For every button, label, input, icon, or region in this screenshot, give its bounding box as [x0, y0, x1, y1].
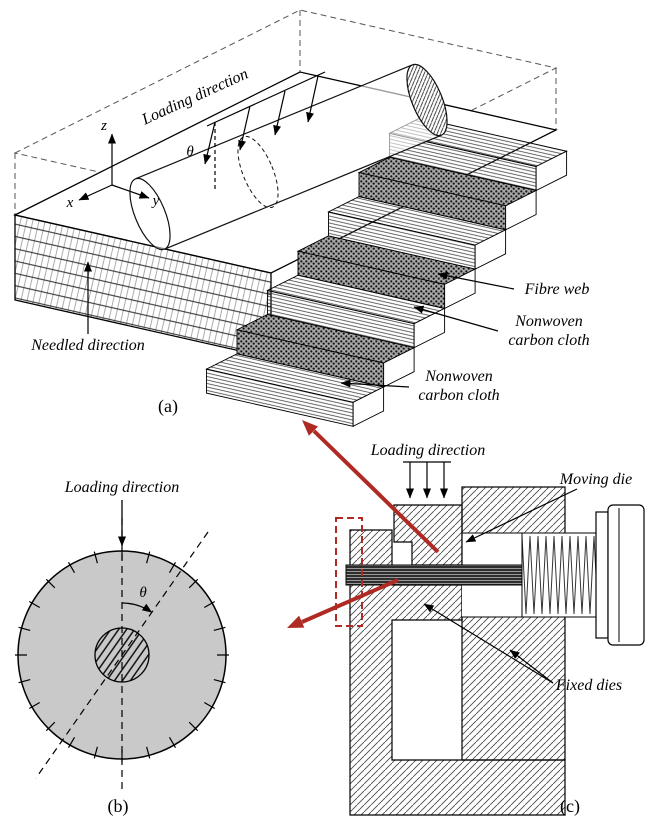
cylinder-section-ellipse [237, 135, 279, 209]
panel-b: θ Loading direction (b) [15, 479, 229, 817]
screw-head [607, 504, 645, 646]
layer-band-web [235, 314, 416, 388]
screw-flange [595, 511, 609, 639]
fibre-web-label: Fibre web [524, 281, 590, 298]
cylinder-body [135, 64, 442, 250]
ghost-box-outline [13, 9, 558, 273]
nonwoven-cloth-label-1-line2: carbon cloth [508, 332, 589, 349]
panel-c-letter: (c) [560, 796, 580, 817]
nonwoven-cloth-arrow-1 [413, 305, 499, 332]
fixed-dies-label: Fixed dies [555, 677, 622, 694]
layer-band-cloth [205, 353, 385, 428]
axis-z-label: z [100, 118, 107, 134]
moving-die-arrow [465, 488, 578, 543]
red-arrowhead-to-panel-a [302, 420, 318, 436]
cylinder-edges [135, 64, 442, 250]
red-arrowhead-to-panel-b [287, 615, 305, 628]
nonwoven-cloth-label-1-line1: Nonwoven [514, 313, 583, 330]
fibre-web-arrow [437, 271, 515, 290]
layer-band-cloth [266, 274, 446, 349]
moving-die-label: Moving die [559, 471, 632, 488]
arrow-tail-line [206, 71, 326, 127]
axis-x-label: x [66, 195, 74, 211]
nonwoven-cloth-label-2-line1: Nonwoven [424, 368, 493, 385]
red-arrow-to-panel-b [301, 578, 399, 624]
loading-direction-label-c: Loading direction [370, 442, 486, 459]
panel-a: θ Loading direction z x y Needled direct… [13, 9, 590, 428]
fixed-dies-arrow-2 [509, 649, 554, 684]
loading-arrows-a [203, 71, 326, 190]
loading-arrows-c [403, 461, 451, 499]
moving-die [393, 504, 463, 566]
needled-direction-label: Needled direction [30, 337, 145, 354]
nonwoven-cloth-arrow-2 [340, 379, 410, 388]
coordinate-axes [78, 133, 150, 201]
panel-c: Loading direction Moving die Fixed dies … [335, 442, 645, 817]
panel-a-letter: (a) [158, 396, 178, 417]
theta-label-a: θ [186, 144, 194, 160]
fixed-die-right-block [461, 486, 566, 761]
theta-label-b: θ [139, 585, 147, 601]
specimen-core-hatched [94, 627, 150, 683]
layer-band-cloth [327, 196, 507, 270]
section-highlight-box [335, 517, 363, 627]
screw-threads [521, 532, 603, 618]
axis-y-label: y [151, 193, 160, 209]
cross-reference-arrows [287, 420, 440, 628]
theta-arc-arrow [121, 602, 153, 613]
staircase-layers [205, 117, 568, 428]
fixed-dies-arrow-1 [423, 603, 554, 684]
panel-b-letter: (b) [108, 796, 129, 817]
layer-band-web [296, 235, 477, 310]
nonwoven-cloth-label-2-line2: carbon cloth [418, 387, 499, 404]
red-arrow-to-panel-a [312, 429, 440, 554]
specimen-bar [345, 564, 523, 586]
loading-direction-label-b: Loading direction [64, 479, 180, 496]
